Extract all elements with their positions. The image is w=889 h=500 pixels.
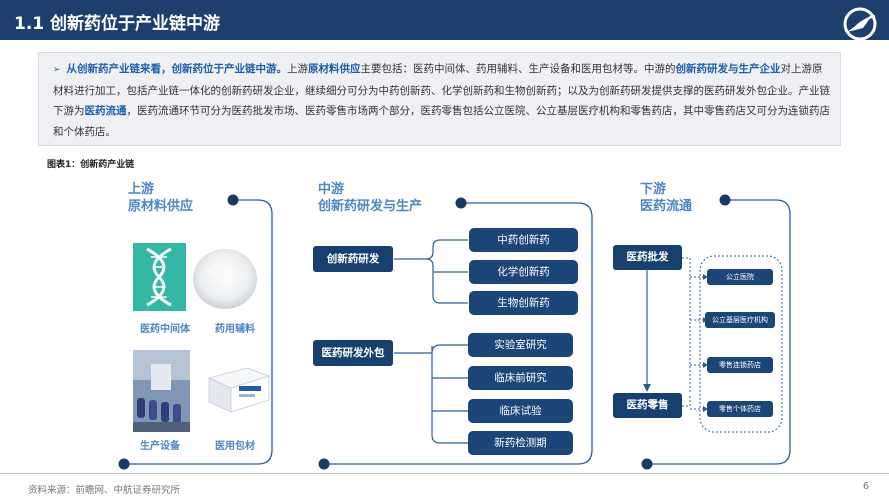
summary-upstream: 原材料供应 <box>308 63 361 75</box>
rd-child-biologic: 生物创新药 <box>469 291 578 315</box>
upstream-item-packaging: 医用包材 <box>215 441 255 452</box>
summary-text-3: 对上游原材料进行加工，包括产业链一体化的创新药研发企业，继续细分可分为中药创新药… <box>53 63 830 117</box>
summary-text-2: 主要包括：医药中间体、药用辅料、生产设备和医用包材等。中游的 <box>360 63 676 75</box>
cro-brace <box>431 344 441 444</box>
downstream-title: 下游 医药流通 <box>640 182 693 214</box>
midstream-dot-bottom <box>318 458 330 470</box>
cro-child-testing: 新药检测期 <box>468 431 573 455</box>
arrow-down-icon <box>643 384 651 392</box>
source-note: 资料来源：前瞻网、中航证券研究所 <box>28 485 181 496</box>
upstream-title: 上游 原材料供应 <box>128 182 194 214</box>
outlet-primary-care: 公立基层医疗机构 <box>705 312 775 328</box>
upstream-item-intermediate: 医药中间体 <box>140 324 190 335</box>
upstream-dot-top <box>227 194 239 206</box>
figure-caption: 图表1：创新药产业链 <box>47 160 135 170</box>
downstream-dot-bottom <box>641 458 653 470</box>
bullet-arrow-icon: ➢ <box>53 65 61 75</box>
cro-child-lab: 实验室研究 <box>468 333 573 357</box>
header-bar: 1.1 创新药位于产业链中游 <box>0 0 889 41</box>
rd-box: 创新药研发 <box>313 246 393 272</box>
summary-downstream: 医药流通 <box>84 105 127 117</box>
powder-icon <box>193 249 257 309</box>
rd-child-tcm: 中药创新药 <box>469 228 578 252</box>
arrow-right-icon <box>703 362 708 368</box>
midstream-title: 中游 创新药研发与生产 <box>318 182 423 214</box>
medical-package-icon <box>207 367 271 413</box>
midstream-dot-top <box>455 197 467 209</box>
outlet-independent-pharmacy: 零售个体药店 <box>707 401 773 417</box>
upstream-bracket <box>124 199 273 465</box>
company-logo-icon <box>843 7 877 41</box>
rd-child-chemical: 化学创新药 <box>469 260 578 284</box>
summary-box: ➢ 从创新药产业链来看，创新药位于产业链中游。上游原材料供应主要包括：医药中间体、… <box>38 52 841 146</box>
footer-divider <box>0 473 889 474</box>
retail-box: 医药零售 <box>613 393 682 418</box>
cro-box: 医药研发外包 <box>313 340 393 366</box>
cro-child-preclinical: 临床前研究 <box>468 366 573 390</box>
summary-lead: 从创新药产业链来看，创新药位于产业链中游。 <box>66 63 288 75</box>
wholesale-box: 医药批发 <box>613 245 682 270</box>
outlets-container <box>699 255 783 433</box>
downstream-bracket <box>647 199 791 465</box>
arrow-right-icon <box>703 406 708 412</box>
summary-text-1: 上游 <box>287 63 309 75</box>
outlet-chain-pharmacy: 零售连锁药店 <box>707 357 773 373</box>
upstream-item-equipment: 生产设备 <box>140 441 180 452</box>
production-equipment-icon <box>133 350 190 432</box>
arrow-right-icon <box>703 274 708 280</box>
midstream-bracket <box>324 202 593 465</box>
cro-child-clinical: 临床试验 <box>468 399 573 423</box>
upstream-item-excipient: 药用辅料 <box>215 324 255 335</box>
summary-midstream: 创新药研发与生产企业 <box>675 63 781 75</box>
downstream-dot-top <box>719 194 731 206</box>
page-title: 1.1 创新药位于产业链中游 <box>14 14 221 34</box>
dna-icon <box>133 243 186 311</box>
page-number: 6 <box>862 481 869 492</box>
upstream-dot-bottom <box>118 458 130 470</box>
outlet-public-hospital: 公立医院 <box>707 269 773 285</box>
summary-text-4: ，医药流通环节可分为医药批发市场、医药零售市场两个部分，医药零售包括公立医院、公… <box>53 105 830 138</box>
